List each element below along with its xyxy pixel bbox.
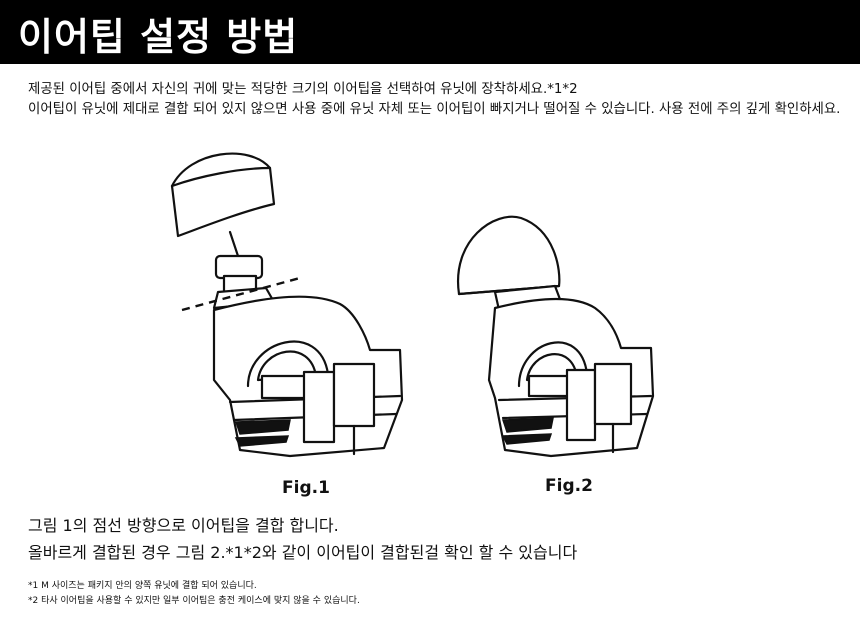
footnote-1: *1 M 사이즈는 패키지 안의 양쪽 유닛에 결합 되어 있습니다.	[28, 581, 257, 591]
ear-tip-attached	[456, 215, 561, 296]
nozzle-tip	[214, 254, 264, 280]
figure-1-illustration	[170, 152, 404, 458]
instruction-line-2: 올바르게 결합된 경우 그림 2.*1*2와 같이 이어팁이 결합된걸 확인 할…	[28, 543, 578, 562]
figure-2-caption: Fig.2	[545, 476, 593, 496]
figure-1-caption: Fig.1	[282, 478, 330, 498]
footnote-2: *2 타사 이어팁을 사용할 수 있지만 일부 이어팁은 충전 케이스에 맞지 …	[28, 596, 360, 606]
intro-line-1: 제공된 이어팁 중에서 자신의 귀에 맞는 적당한 크기의 이어팁을 선택하여 …	[28, 82, 578, 97]
dashed-guide-line	[181, 276, 301, 312]
instruction-text: 그림 1의 점선 방향으로 이어팁을 결합 합니다. 올바르게 결합된 경우 그…	[28, 512, 848, 566]
ear-tip	[170, 152, 276, 238]
instruction-line-1: 그림 1의 점선 방향으로 이어팁을 결합 합니다.	[28, 516, 339, 535]
footnotes: *1 M 사이즈는 패키지 안의 양쪽 유닛에 결합 되어 있습니다. *2 타…	[28, 579, 848, 609]
figure-2-illustration	[456, 215, 655, 458]
page-title: 이어팁 설정 방법	[18, 15, 299, 59]
intro-line-2: 이어팁이 유닛에 제대로 결합 되어 있지 않으면 사용 중에 유닛 자체 또는…	[28, 102, 841, 117]
intro-text: 제공된 이어팁 중에서 자신의 귀에 맞는 적당한 크기의 이어팁을 선택하여 …	[28, 80, 848, 120]
title-bar: 이어팁 설정 방법	[0, 0, 860, 64]
